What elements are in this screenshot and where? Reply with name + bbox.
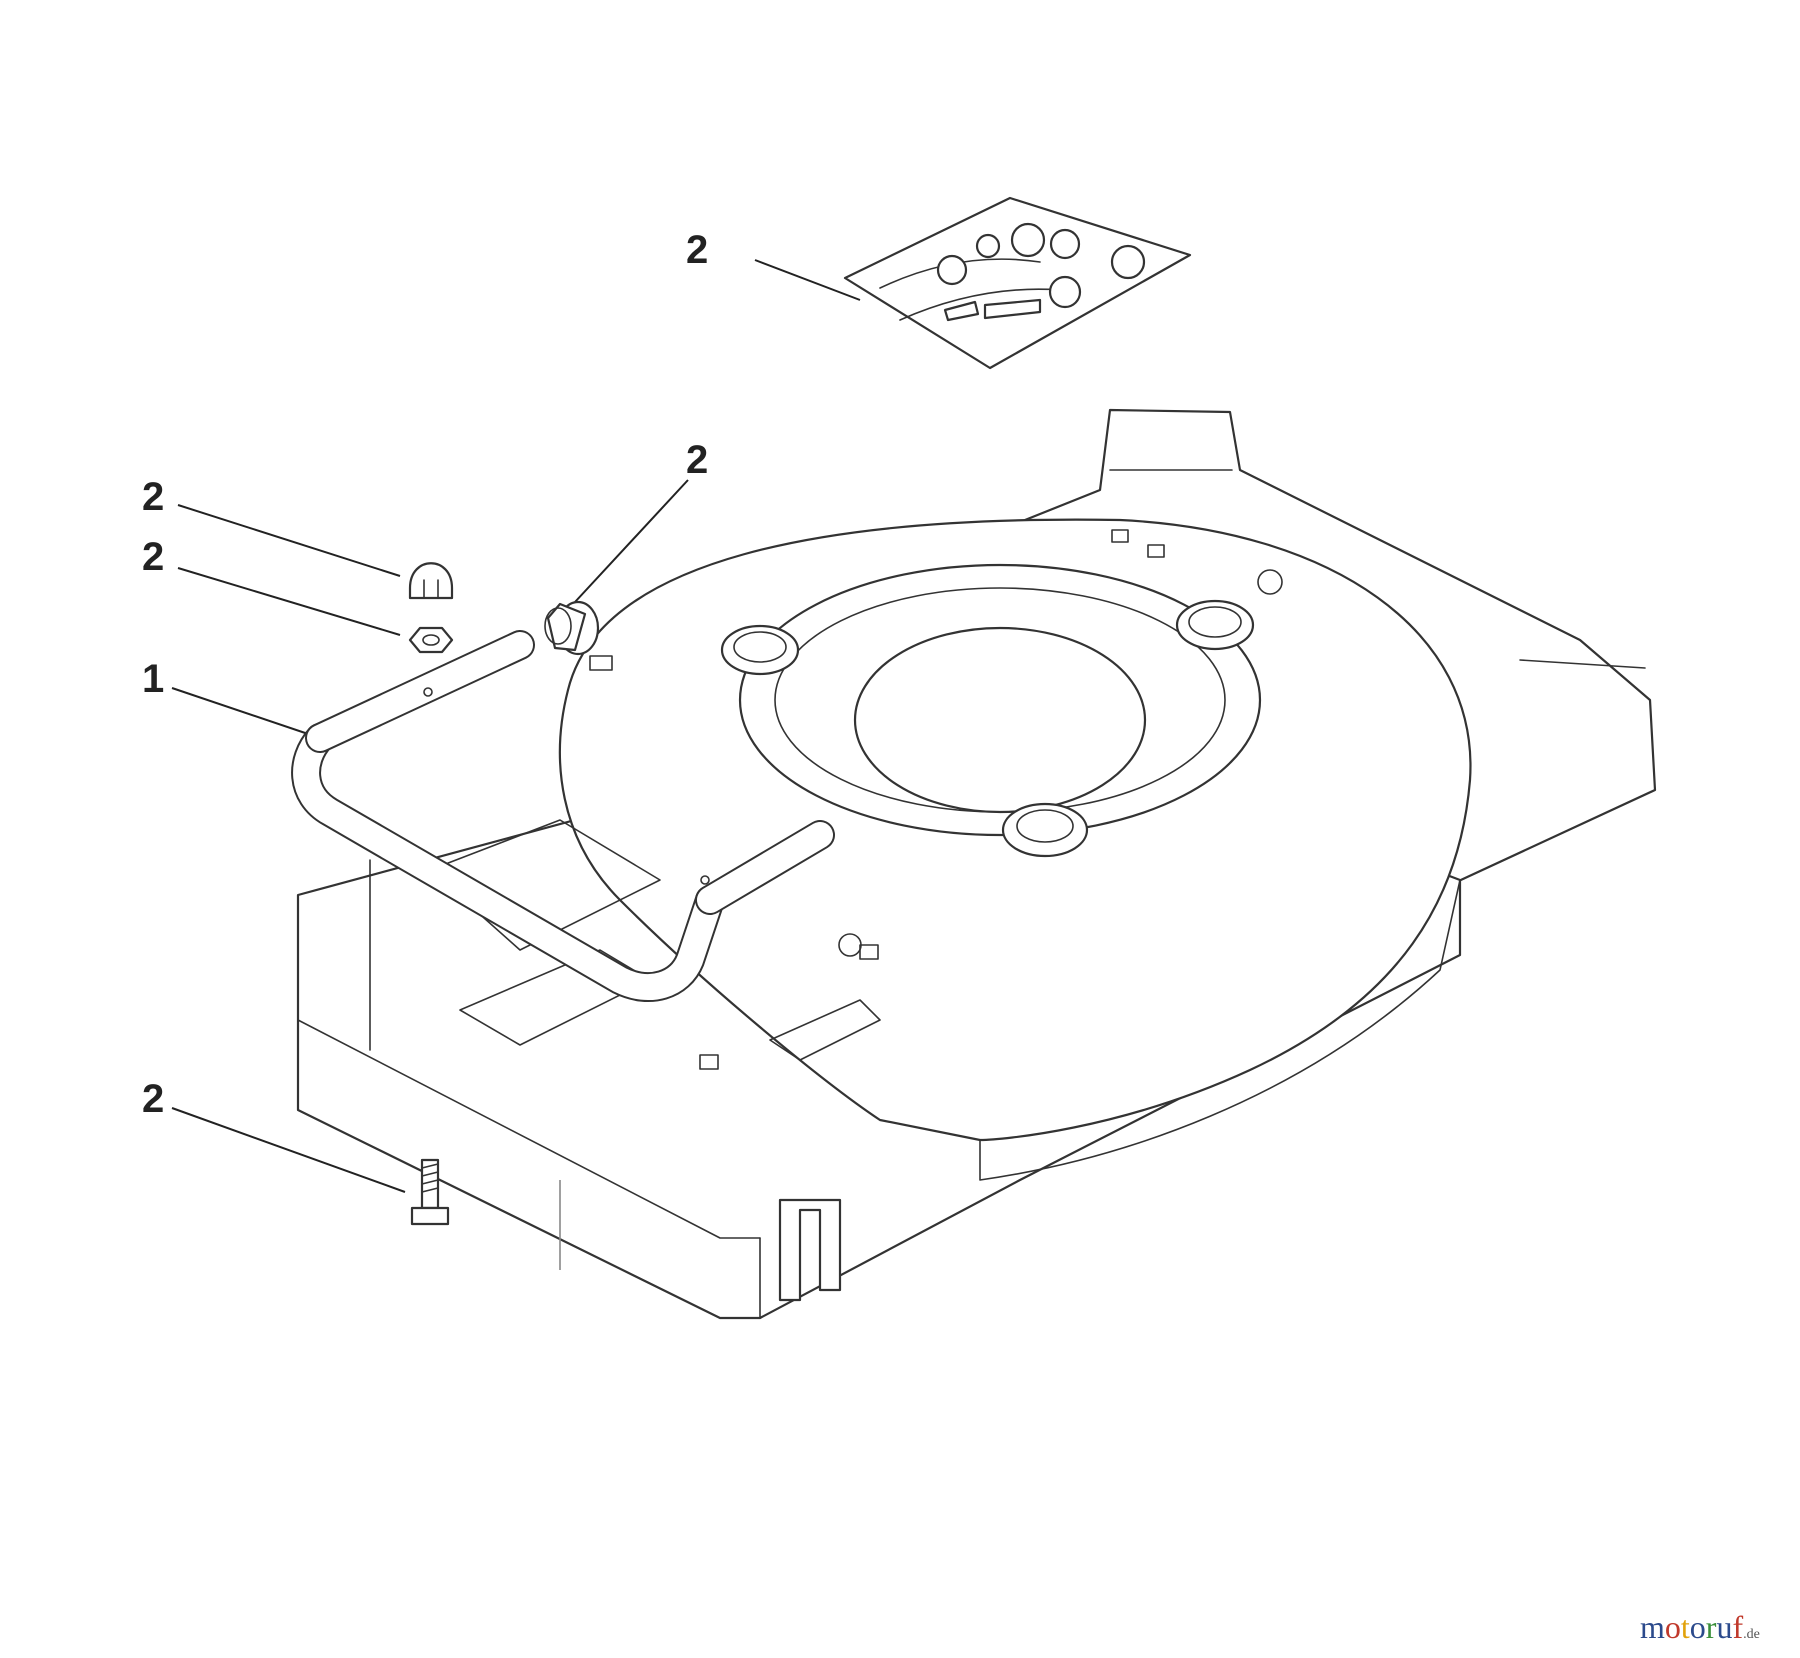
bolt <box>410 1158 450 1226</box>
callout-label: 2 <box>686 228 708 272</box>
callout-bolt[interactable]: 2 <box>142 1077 406 1193</box>
handle-bar <box>291 630 835 1003</box>
leader-line <box>171 1107 406 1193</box>
hardware-kit-bag <box>843 196 1192 370</box>
watermark-letter: m <box>1640 1609 1665 1645</box>
callout-cap-nut[interactable]: 2 <box>142 475 401 577</box>
watermark-letter: f <box>1732 1609 1743 1645</box>
callout-handle-bar[interactable]: 1 <box>142 657 321 739</box>
cap-nut <box>408 562 454 600</box>
boss-left <box>720 624 800 676</box>
watermark-letter: u <box>1716 1609 1732 1645</box>
callout-hardware-kit[interactable]: 2 <box>686 228 861 301</box>
watermark-letter: o <box>1665 1609 1681 1645</box>
watermark-text: motoruf.de <box>1640 1609 1760 1645</box>
callout-label: 2 <box>142 475 164 519</box>
plug <box>544 600 600 656</box>
leader-line <box>177 567 401 636</box>
watermark-letter: t <box>1681 1609 1690 1645</box>
watermark-letter: r <box>1706 1609 1717 1645</box>
leader-line <box>754 259 861 301</box>
callout-label: 1 <box>142 657 164 701</box>
boss-front <box>1001 802 1089 858</box>
leader-line <box>171 687 321 739</box>
callout-plug[interactable]: 2 <box>574 438 708 603</box>
mower-deck <box>296 408 1657 1320</box>
leader-line <box>574 479 689 603</box>
callout-label: 2 <box>686 438 708 482</box>
callout-label: 2 <box>142 1077 164 1121</box>
lock-nut <box>408 626 454 654</box>
watermark-suffix: .de <box>1743 1627 1760 1642</box>
watermark-letter: o <box>1690 1609 1706 1645</box>
leader-line <box>177 504 401 577</box>
watermark-motoruf: motoruf.de <box>1640 1609 1760 1645</box>
boss-right <box>1175 599 1255 651</box>
callout-lock-nut[interactable]: 2 <box>142 535 401 636</box>
callout-label: 2 <box>142 535 164 579</box>
